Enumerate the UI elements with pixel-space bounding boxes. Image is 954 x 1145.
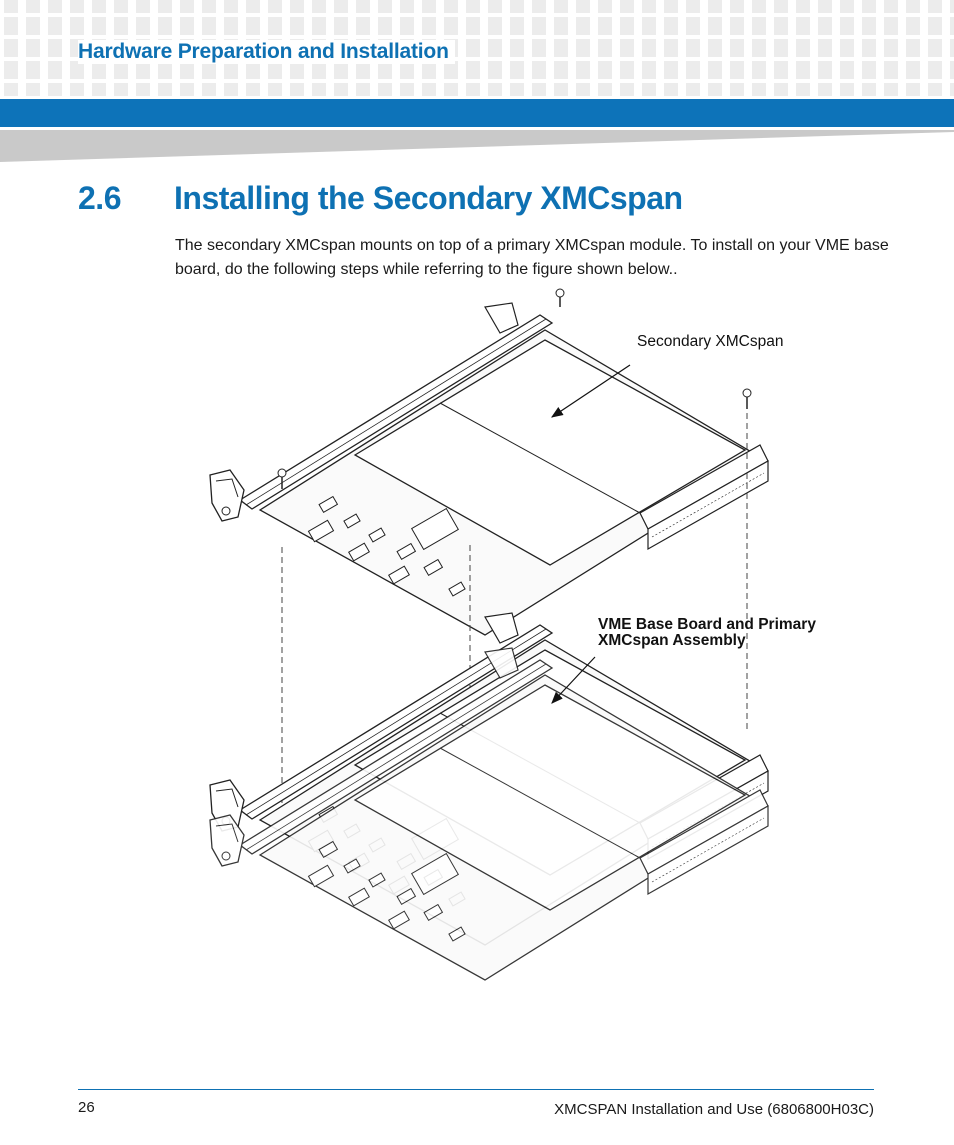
- footer-rule: [78, 1089, 874, 1090]
- label-primary-line1: VME Base Board and Primary: [598, 616, 816, 633]
- header-section-title: Hardware Preparation and Installation: [78, 40, 455, 64]
- section-heading: 2.6 Installing the Secondary XMCspan: [78, 180, 683, 217]
- screw-icons-upper: [277, 288, 752, 489]
- vme-base-board: [209, 647, 769, 981]
- label-primary-line2: XMCspan Assembly: [598, 632, 746, 649]
- page-number: 26: [78, 1099, 95, 1116]
- intro-paragraph: The secondary XMCspan mounts on top of a…: [175, 237, 889, 278]
- section-title: Installing the Secondary XMCspan: [174, 180, 683, 216]
- secondary-xmcspan-board: [209, 302, 769, 636]
- header-gray-band: [0, 130, 954, 162]
- installation-figure: Secondary XMCspan VME Base Board and Pri…: [209, 288, 816, 981]
- header-blue-bar: [0, 99, 954, 127]
- document-reference: XMCSPAN Installation and Use (6806800H03…: [554, 1101, 874, 1118]
- section-number: 2.6: [78, 180, 121, 216]
- label-secondary-xmcspan: Secondary XMCspan: [637, 333, 783, 350]
- header-pattern: [0, 0, 954, 96]
